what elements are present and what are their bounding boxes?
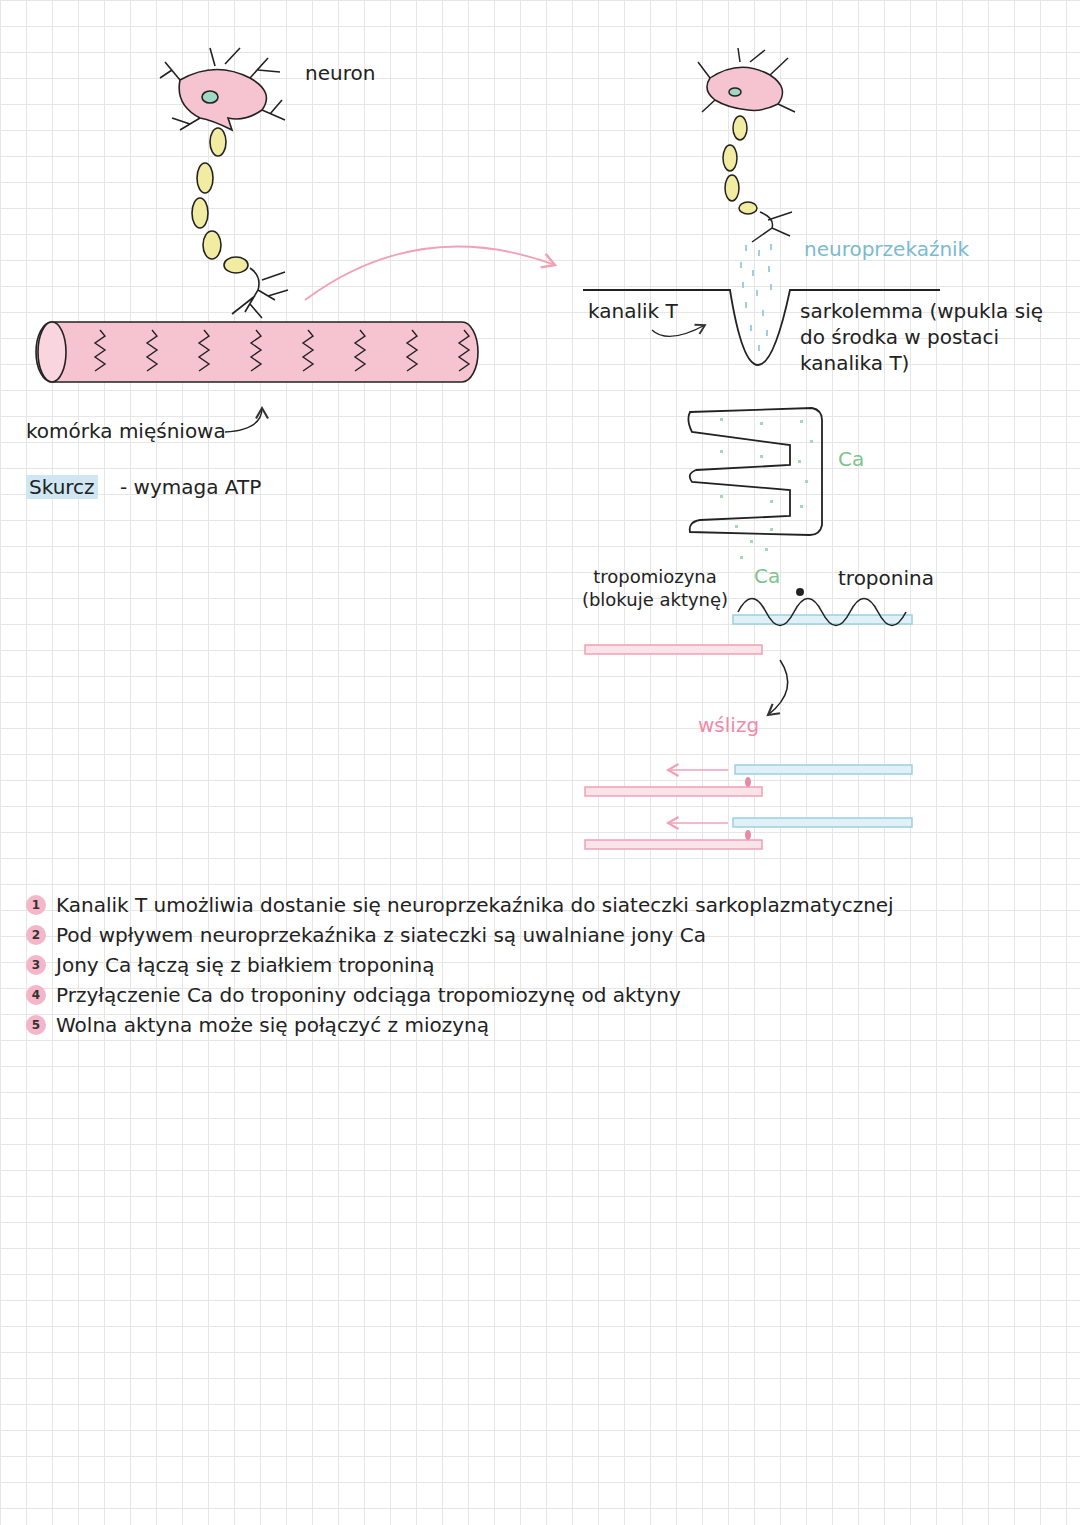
callout-number: 5 (26, 1015, 46, 1035)
particle (760, 455, 763, 458)
particle (720, 495, 723, 498)
particle (740, 556, 743, 559)
part-label: kanalik T (588, 298, 718, 324)
particle (798, 460, 801, 463)
particle (750, 540, 753, 543)
particle (720, 418, 723, 421)
sarcomere-line (355, 330, 365, 371)
ion-label: Ca (754, 563, 794, 589)
part-label: sarkolemma (wpukla się do środka w posta… (800, 298, 1062, 376)
list-item: Wolna aktyna może się połączyć z miozyną (56, 1012, 1066, 1038)
particle (752, 270, 754, 276)
sarcomere-line (95, 330, 105, 371)
muscle-cell (36, 322, 478, 432)
leader-line (652, 325, 705, 336)
particle (745, 245, 747, 251)
note: - wymaga ATP (120, 474, 300, 500)
particle (758, 250, 760, 256)
particle (760, 422, 763, 425)
neuron-right (698, 48, 795, 242)
cell-label: neuron (305, 60, 425, 86)
particle (800, 505, 803, 508)
particle (762, 310, 764, 316)
highlight-term: Skurcz (26, 474, 116, 500)
protein-label: troponina (838, 565, 978, 591)
filaments (585, 588, 912, 849)
protein-label: tropomiozyna (blokuje aktynę) (570, 565, 740, 612)
particle (758, 345, 760, 351)
list-item: Przyłączenie Ca do troponiny odciąga tro… (56, 982, 1066, 1008)
sarcomere-line (199, 330, 209, 371)
process-label: wślizg (698, 712, 798, 738)
sarcomere-line (147, 330, 157, 371)
particle (750, 325, 752, 331)
particle (756, 290, 758, 296)
list-item: Jony Ca łączą się z białkiem troponiną (56, 952, 1066, 978)
particle (770, 528, 773, 531)
particle (740, 262, 742, 268)
sarcomere-line (303, 330, 313, 371)
particle (735, 525, 738, 528)
sarcomere-line (459, 330, 469, 371)
callout-number: 2 (26, 925, 46, 945)
particle (742, 282, 744, 288)
sarcomere-line (251, 330, 261, 371)
callout-number: 3 (26, 955, 46, 975)
sarcomere-line (407, 330, 417, 371)
particle (805, 480, 808, 483)
ion-label: Ca (838, 446, 878, 472)
transition-arrow (305, 246, 555, 300)
callout-number: 4 (26, 985, 46, 1005)
particle (770, 500, 773, 503)
list-item: Kanalik T umożliwia dostanie się neuropr… (56, 892, 1066, 918)
list-item: Pod wpływem neuroprzekaźnika z siateczki… (56, 922, 1066, 948)
particle (766, 330, 768, 336)
particle (768, 266, 770, 272)
particle (765, 548, 768, 551)
particle (770, 244, 772, 250)
particle (800, 420, 803, 423)
particle (720, 450, 723, 453)
callout-number: 1 (26, 895, 46, 915)
sarcoplasmic-reticulum (688, 408, 822, 535)
neuron-left (160, 48, 288, 318)
particle (770, 284, 772, 290)
particle (745, 302, 747, 308)
substance-label: neuroprzekaźnik (804, 236, 1044, 262)
particle (810, 440, 813, 443)
cell-label: komórka mięśniowa (26, 418, 246, 444)
